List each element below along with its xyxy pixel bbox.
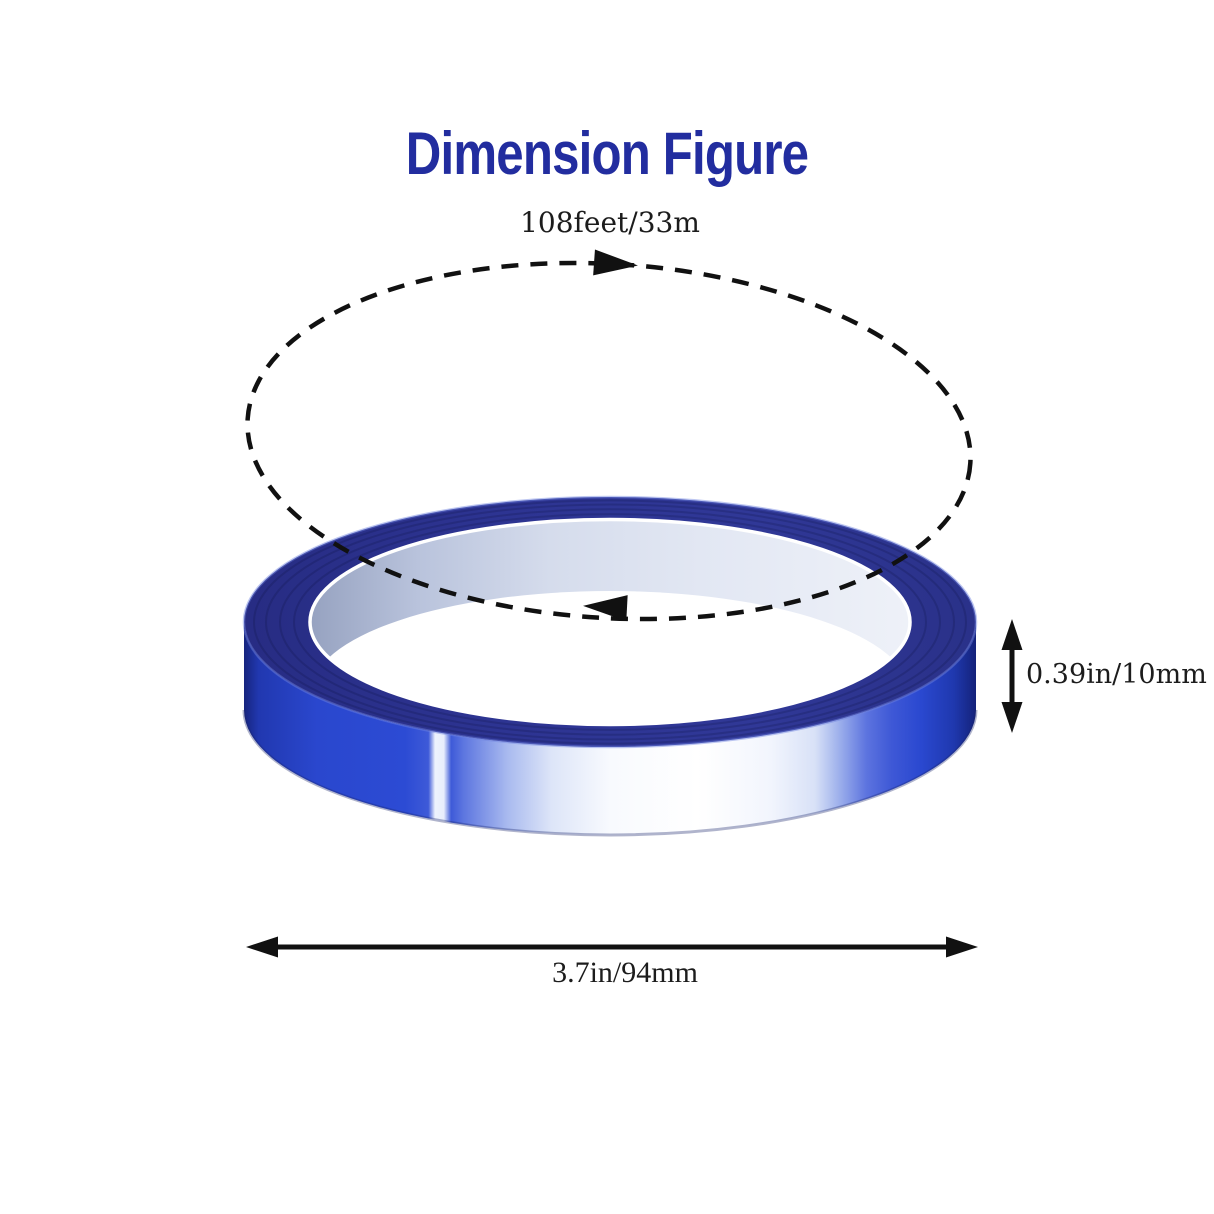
tape-width-label: 0.39in/10mm <box>1026 659 1207 690</box>
rim-outer-highlight <box>242 495 978 749</box>
roll-length-label: 108feet/33m <box>520 206 700 239</box>
tape-winding-texture <box>253 499 967 745</box>
width-dimension-arrow <box>1001 619 1023 733</box>
core-hole <box>311 591 909 725</box>
diameter-dimension-arrow <box>246 936 978 958</box>
ellipse-arrowhead-top <box>593 249 638 276</box>
ellipse-arrowhead-bottom <box>583 595 628 622</box>
length-dashed-ellipse <box>245 249 973 622</box>
tape-roll-side-face <box>244 622 976 835</box>
tape-roll <box>242 495 978 837</box>
roll-diameter-label: 3.7in/94mm <box>552 956 698 989</box>
page-title: Dimension Figure <box>405 120 809 187</box>
tape-roll-bottom-edge <box>242 709 978 837</box>
